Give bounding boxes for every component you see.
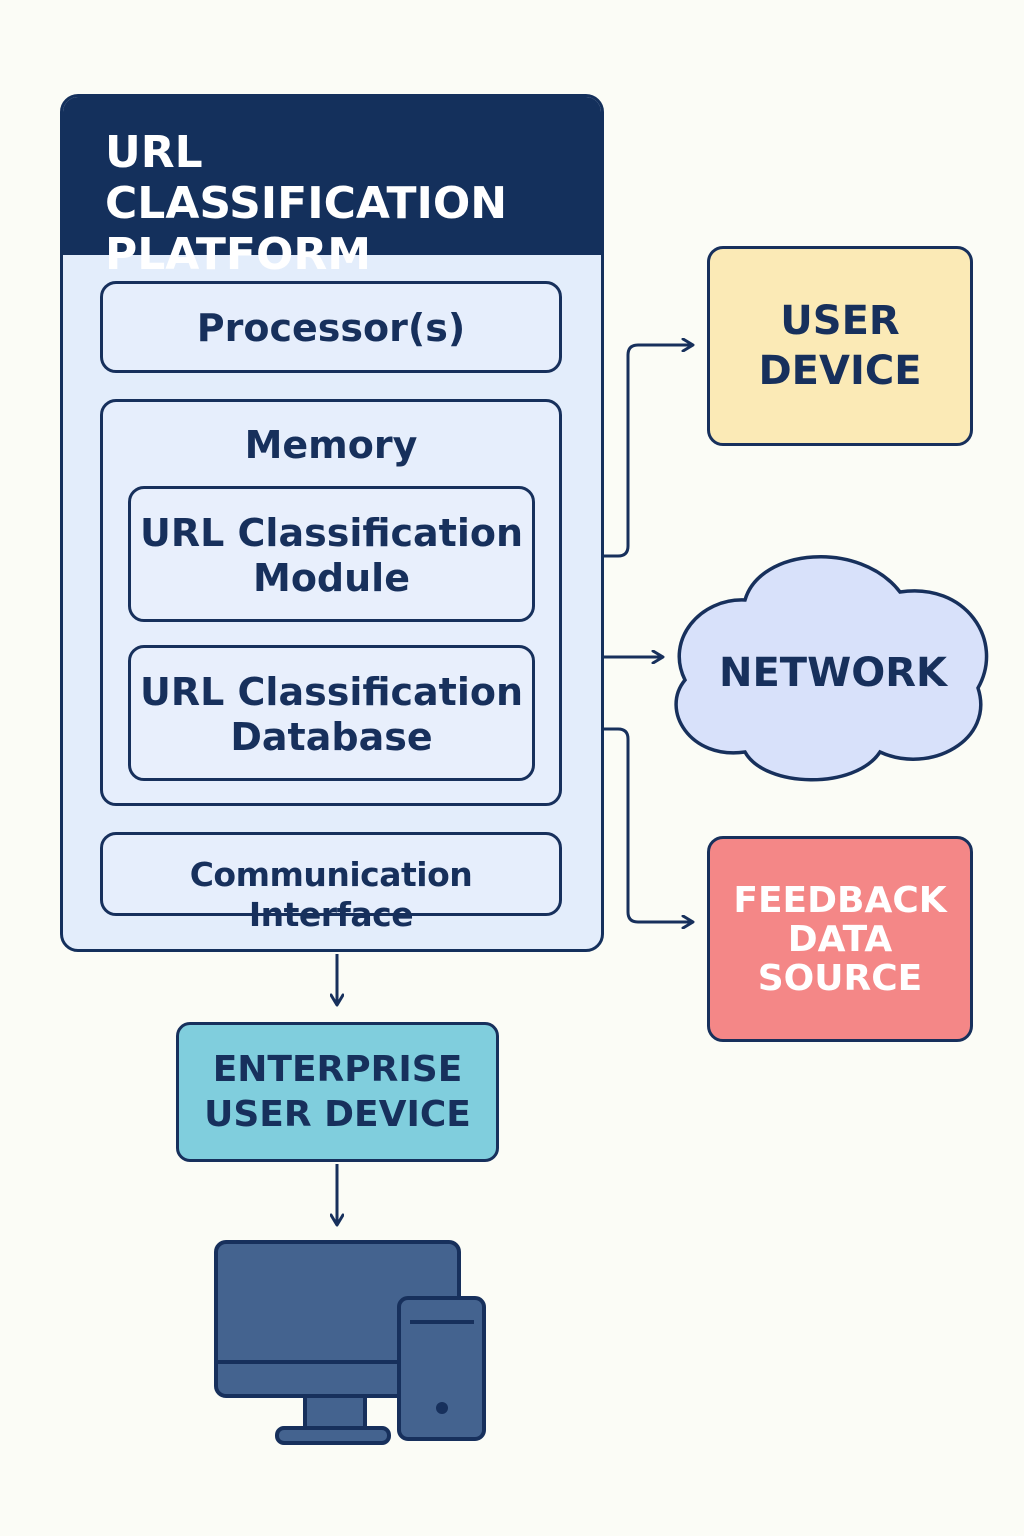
feedback-data-source-box: FEEDBACK DATA SOURCE bbox=[707, 836, 973, 1042]
processor-label: Processor(s) bbox=[196, 306, 466, 350]
url-classification-database-box: URL Classification Database bbox=[128, 645, 535, 781]
feedback-data-source-label: FEEDBACK DATA SOURCE bbox=[733, 879, 947, 999]
url-classification-database-label: URL Classification Database bbox=[139, 670, 524, 759]
network-label: NETWORK bbox=[718, 650, 947, 696]
enterprise-user-device-label: ENTERPRISE USER DEVICE bbox=[204, 1049, 471, 1135]
url-classification-module-label: URL Classification Module bbox=[139, 511, 524, 600]
platform-header: URL CLASSIFICATION PLATFORM bbox=[63, 97, 601, 280]
desktop-computer-icon bbox=[214, 1240, 486, 1445]
url-classification-module-box: URL Classification Module bbox=[128, 486, 535, 622]
user-device-box: USER DEVICE bbox=[707, 246, 973, 446]
communication-interface-label: Communication Interface bbox=[189, 855, 473, 934]
memory-label: Memory bbox=[244, 423, 418, 467]
processor-box: Processor(s) bbox=[100, 281, 562, 373]
communication-interface-box: Communication Interface bbox=[100, 832, 562, 934]
user-device-label: USER DEVICE bbox=[758, 298, 922, 394]
enterprise-user-device-box: ENTERPRISE USER DEVICE bbox=[176, 1022, 499, 1162]
module-to-user-device-connector bbox=[536, 345, 692, 558]
platform-title: URL CLASSIFICATION PLATFORM bbox=[105, 127, 508, 280]
network-cloud-shape bbox=[674, 555, 989, 782]
memory-to-feedback-connector bbox=[562, 727, 692, 922]
